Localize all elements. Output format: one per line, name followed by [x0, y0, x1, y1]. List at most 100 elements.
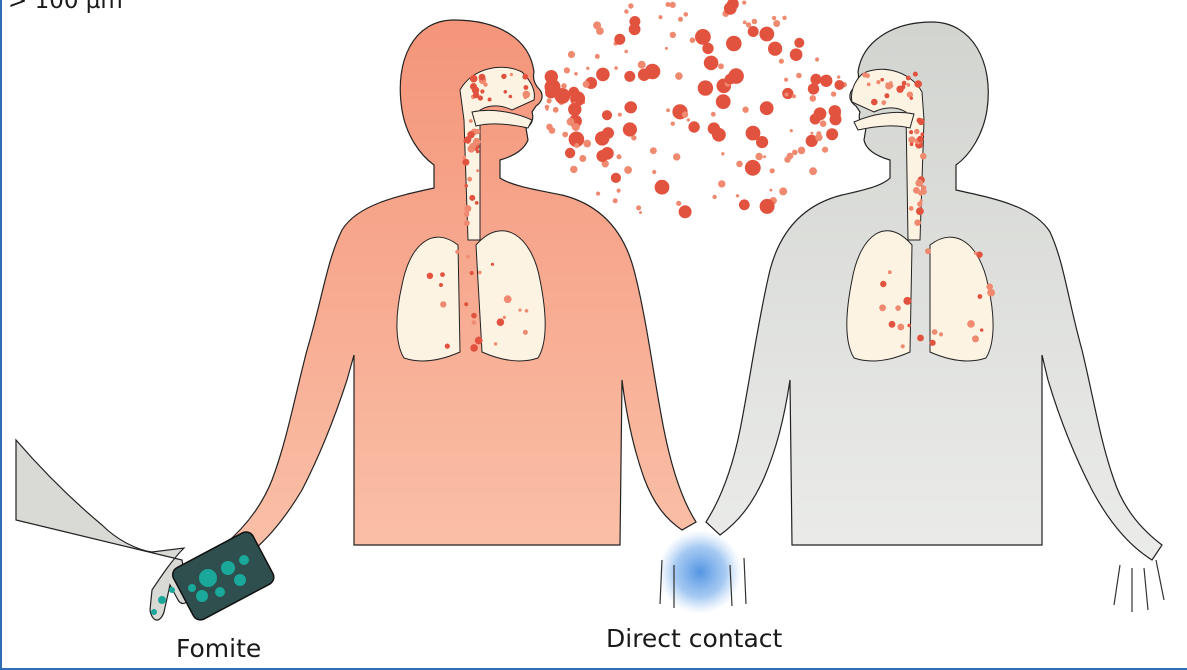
droplet — [784, 78, 788, 82]
droplet — [593, 21, 601, 29]
infected-person — [224, 20, 696, 560]
airway-particle — [978, 294, 983, 299]
fomite-particle — [188, 584, 196, 592]
droplet — [624, 166, 632, 174]
droplet — [658, 15, 662, 19]
airway-particle — [488, 98, 492, 102]
droplet — [639, 211, 642, 214]
airway-particle — [473, 92, 479, 98]
droplet — [784, 156, 790, 162]
droplet — [830, 113, 842, 125]
droplet — [638, 61, 646, 69]
droplet — [568, 103, 581, 116]
droplet — [617, 189, 621, 193]
airway-particle — [524, 96, 527, 99]
droplet-size-label: > 100 µm — [8, 0, 123, 14]
droplet — [712, 195, 716, 199]
droplet — [583, 81, 590, 88]
droplet — [739, 199, 750, 210]
airway-particle — [475, 201, 479, 205]
droplet — [565, 148, 575, 158]
droplet — [602, 127, 614, 139]
droplet — [814, 107, 827, 120]
airway-particle — [509, 95, 513, 99]
healthy-hand — [1114, 560, 1164, 612]
droplet — [790, 129, 793, 132]
droplet — [602, 110, 612, 120]
airway-particle — [473, 138, 481, 146]
airway-particle — [976, 252, 982, 258]
airway-particle — [479, 74, 486, 81]
droplet — [798, 147, 806, 155]
droplet — [831, 91, 836, 96]
droplet — [547, 98, 552, 103]
airway-particle — [880, 281, 886, 287]
droplet — [742, 107, 748, 113]
droplet — [655, 180, 670, 195]
droplet — [583, 140, 591, 148]
droplet — [636, 205, 641, 210]
droplet — [748, 26, 759, 37]
airway-particle — [987, 289, 995, 297]
airway-particle — [455, 250, 459, 254]
droplet — [614, 66, 618, 70]
airway-particle — [469, 119, 473, 123]
airway-particle — [913, 187, 920, 194]
droplet — [760, 199, 775, 214]
fomite-particle — [234, 574, 246, 586]
droplet — [666, 108, 670, 112]
airway-particle — [471, 313, 477, 319]
airway-particle — [440, 272, 445, 277]
droplet — [679, 205, 692, 218]
airway-particle — [491, 263, 494, 266]
droplet — [545, 105, 550, 110]
droplet — [718, 63, 724, 69]
droplet — [745, 160, 761, 176]
droplet — [728, 68, 744, 84]
droplet — [716, 94, 731, 109]
droplet — [624, 50, 628, 54]
airway-particle — [889, 321, 896, 328]
airway-particle — [917, 136, 924, 143]
airway-particle — [895, 305, 901, 311]
airway-particle — [925, 248, 931, 254]
airway-particle — [903, 297, 911, 305]
droplet — [772, 16, 776, 20]
airway-particle — [466, 255, 470, 259]
airway-particle — [910, 142, 914, 146]
droplet — [688, 121, 699, 132]
airway-particle — [897, 324, 904, 331]
airway-particle — [475, 337, 483, 345]
droplet — [785, 93, 789, 97]
contact-glow — [658, 530, 742, 614]
droplet — [652, 170, 656, 174]
airway-particle — [909, 206, 914, 211]
droplet — [670, 2, 676, 8]
droplet — [796, 73, 802, 79]
airway-particle — [480, 89, 484, 93]
airway-particle — [932, 329, 938, 335]
droplet — [549, 127, 556, 134]
airway-particle — [427, 273, 433, 279]
droplet — [704, 56, 719, 71]
airway-particle — [880, 78, 884, 82]
droplet — [596, 192, 600, 196]
fomite-particle — [215, 587, 225, 597]
airway-particle — [464, 205, 471, 212]
airway-particle — [907, 324, 911, 328]
airway-particle — [974, 252, 977, 255]
droplet — [561, 83, 567, 89]
droplet — [743, 21, 747, 25]
droplet — [698, 80, 713, 95]
airway-particle — [914, 129, 919, 134]
droplet — [624, 71, 635, 82]
droplet — [820, 75, 832, 87]
droplet — [790, 48, 803, 61]
droplet — [564, 67, 570, 73]
droplet — [673, 153, 680, 160]
droplet — [769, 189, 772, 192]
droplet — [757, 153, 762, 158]
airway-particle — [440, 301, 446, 307]
airway-particle — [464, 211, 470, 217]
